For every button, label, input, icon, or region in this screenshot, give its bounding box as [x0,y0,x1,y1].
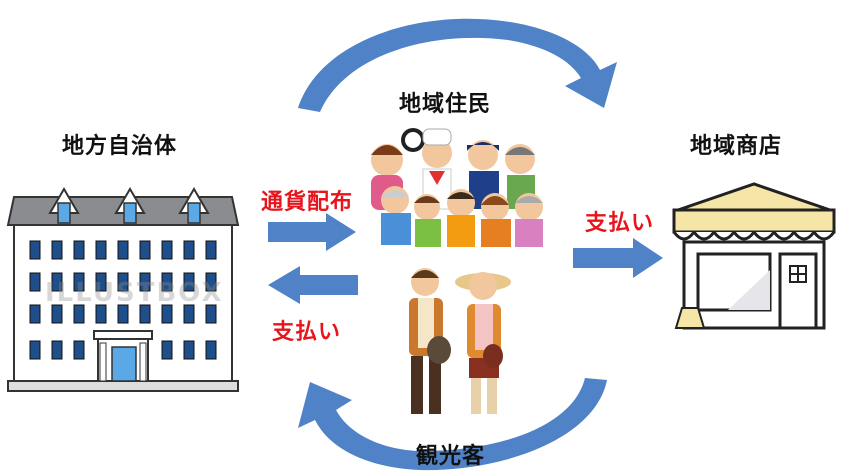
tourists-illustration [409,268,511,414]
arrow-payment-right [573,238,663,278]
arrow-distribute-right [268,213,356,251]
distribute-label: 通貨配布 [261,190,354,215]
arrow-payment-left [268,266,358,304]
government-label: 地方自治体 [62,134,178,159]
shop-label: 地域商店 [690,134,783,159]
watermark-text: ILLUSTBOX [45,278,224,308]
tourists-label: 観光客 [416,444,486,469]
payment-label-government: 支払い [272,320,342,345]
residents-group-illustration [365,115,555,250]
payment-label-shop: 支払い [585,211,655,236]
government-building-illustration [6,187,240,392]
residents-label: 地域住民 [399,92,492,117]
shop-illustration [672,182,836,330]
